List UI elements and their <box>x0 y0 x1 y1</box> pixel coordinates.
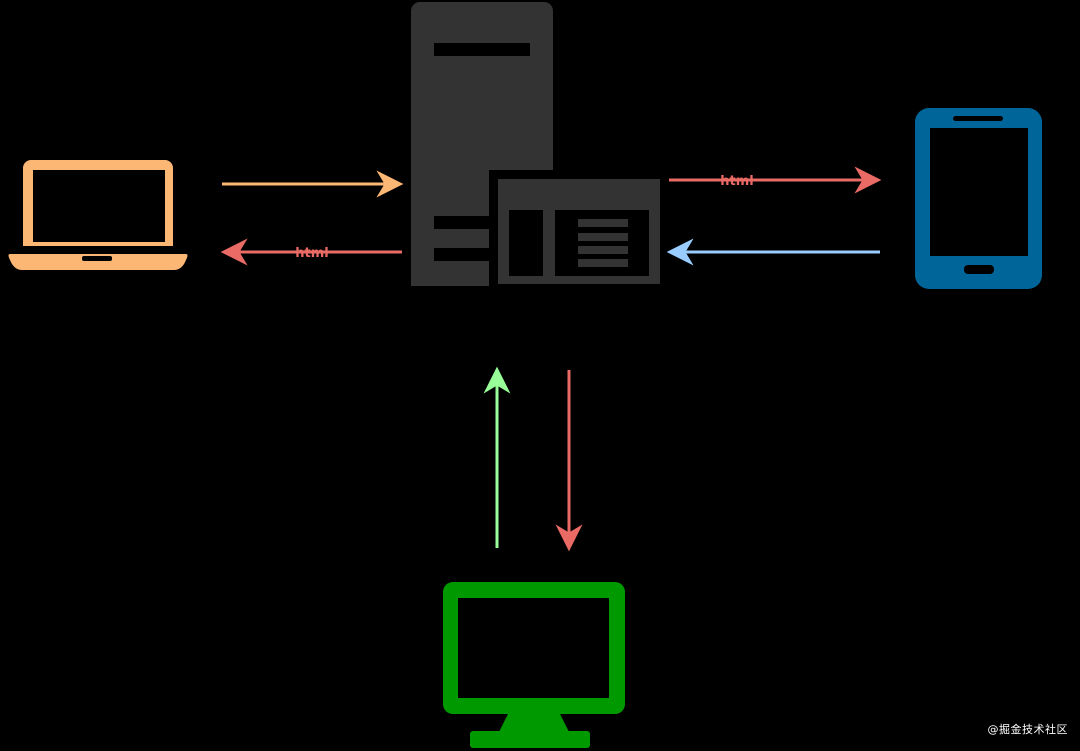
edge-server-to-tablet: html <box>669 166 882 194</box>
edge-server-to-laptop: html <box>220 238 402 266</box>
laptop-icon <box>8 160 188 270</box>
edge-label-server-to-laptop: html <box>295 246 328 261</box>
monitor-icon <box>443 582 625 748</box>
watermark: @掘金技术社区 <box>987 723 1068 736</box>
edge-label-server-to-tablet: html <box>720 174 753 189</box>
server-icon <box>411 2 661 288</box>
tablet-icon <box>915 108 1042 289</box>
